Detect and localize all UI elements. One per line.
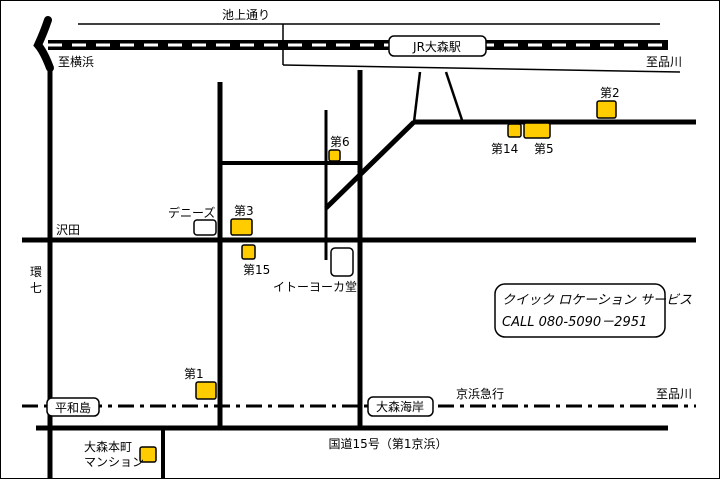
heiwajima-box <box>46 397 100 417</box>
rail-curve <box>33 16 54 72</box>
lot3-label: 第3 <box>234 204 254 218</box>
lot2-label: 第2 <box>600 86 620 100</box>
company-name: クイック ロケーション サービス <box>502 293 692 308</box>
heiwajima-label: 平和島 <box>55 400 91 415</box>
omorikaigan-box <box>367 396 434 417</box>
keikyu-label: 京浜急行 <box>456 386 504 401</box>
kokudo15-label: 国道15号（第1京浜） <box>329 437 448 451</box>
info-box <box>494 283 666 338</box>
jr-railway <box>33 16 668 72</box>
to-shinagawa-keikyu-label: 至品川 <box>656 387 692 401</box>
lot2-marker[interactable] <box>596 100 617 119</box>
dennys-label: デニーズ <box>168 205 215 220</box>
parking-lots <box>139 100 617 463</box>
mansion-label: 大森本町マンション <box>84 439 144 469</box>
lot5-marker[interactable] <box>523 122 551 139</box>
lot5-label: 第5 <box>534 142 554 156</box>
to-yokohama-label: 至横浜 <box>58 55 94 69</box>
road-diagonal <box>324 120 416 210</box>
lot6-marker[interactable] <box>328 149 341 162</box>
lot14-marker[interactable] <box>507 123 522 138</box>
itoyokado-building <box>330 247 354 277</box>
kannana-label: 環七 <box>30 265 42 295</box>
lot1-marker[interactable] <box>195 381 217 400</box>
lot15-marker[interactable] <box>241 244 256 260</box>
ikegami-road <box>78 23 681 73</box>
lot14-label: 第14 <box>491 142 518 156</box>
lot15-label: 第15 <box>243 263 270 277</box>
main-roads <box>22 66 696 479</box>
station-box <box>388 35 487 57</box>
station-block <box>412 71 464 123</box>
itoyokado-label: イトーヨーカ堂 <box>273 280 357 294</box>
station-label: JR大森駅 <box>412 39 461 54</box>
ikegami-label: 池上通り <box>222 8 270 22</box>
omorikaigan-label: 大森海岸 <box>376 399 424 414</box>
mansion-marker[interactable] <box>139 446 157 463</box>
lot3-marker[interactable] <box>230 218 253 236</box>
phone-number[interactable]: CALL 080-5090－2951 <box>502 315 647 330</box>
sawada-label: 沢田 <box>56 223 80 237</box>
lot1-label: 第1 <box>184 367 204 381</box>
lot6-label: 第6 <box>330 135 350 149</box>
dennys-building <box>193 219 217 236</box>
to-shinagawa-jr-label: 至品川 <box>646 55 682 69</box>
